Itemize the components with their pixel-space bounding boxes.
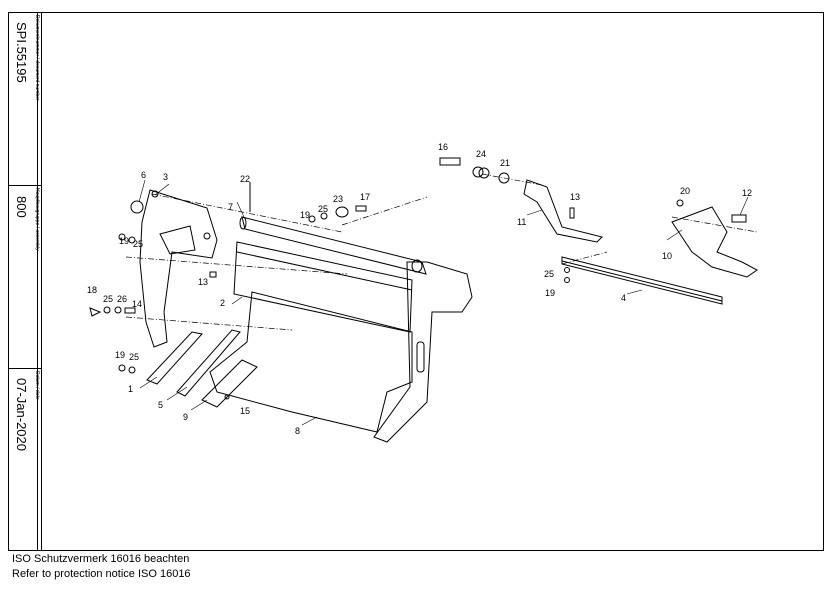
guide-rail [176,329,241,397]
document-date: 07-Jan-2020 [14,378,29,451]
callout-19c: 19 [115,350,125,360]
callout-17: 17 [360,192,370,202]
callout-10: 10 [662,251,672,261]
nut-19 [118,233,126,241]
left-side-plate [139,189,218,348]
protection-notice-de: ISO Schutzvermerk 16016 beachten [12,553,190,565]
callout-2: 2 [220,298,225,308]
callout-23: 23 [333,194,343,204]
shaft-rod [241,216,427,275]
washer-26 [114,306,122,314]
guide-rail [146,331,203,385]
rail-4 [561,256,723,305]
screw-12 [731,214,747,223]
callout-1: 1 [128,384,133,394]
callout-25b: 25 [133,239,143,249]
title-block-strip [8,12,38,551]
title-block-separator [8,368,42,369]
wing-nut-18 [89,307,102,317]
callout-11: 11 [517,217,526,227]
bottom-bracket [201,359,258,408]
left-plate-hole [203,232,211,240]
washer-24 [478,167,490,179]
washer-25 [320,212,328,220]
callout-22: 22 [240,174,250,184]
bolt-16 [439,157,461,166]
callout-15: 15 [240,406,250,416]
callout-4: 4 [621,293,626,303]
callout-26: 26 [117,294,127,304]
callout-25e: 25 [544,269,554,279]
callout-7: 7 [228,202,233,212]
exploded-assembly-drawing: 1 2 3 4 5 6 7 8 9 10 11 12 13 13 14 15 1… [87,142,758,443]
callout-numbers: 1 2 3 4 5 6 7 8 9 10 11 12 13 13 14 15 1… [87,142,752,436]
nut-19 [118,364,126,372]
callout-leaders [138,179,749,426]
document-number-caption: Dokumentnummer / document number [34,15,40,101]
screw-14 [124,307,136,314]
main-chute-body [209,291,413,433]
callout-16: 16 [438,142,448,152]
callout-13: 13 [570,192,580,202]
washer-25 [128,236,136,244]
callout-19d: 19 [545,288,555,298]
callout-25a: 25 [318,204,328,214]
bracket-10 [671,206,758,278]
assembly-axis-lines [125,173,758,331]
rod-end [239,216,247,230]
cover-plate [233,241,413,333]
assembly-caption: Hauptbaugruppe / assembly [34,188,40,251]
callout-12: 12 [742,188,752,198]
spacer-23 [335,206,349,218]
washer-25 [103,306,111,314]
callout-9: 9 [183,412,188,422]
callout-20: 20 [680,186,690,196]
callout-6: 6 [141,170,146,180]
protection-notice-en: Refer to protection notice ISO 16016 [12,568,191,580]
date-caption: Datum / date [34,371,40,400]
pin-15 [224,394,230,400]
callout-14: 14 [132,299,142,309]
washer-24 [472,166,484,178]
right-plate-hole [411,259,423,273]
washer-25 [564,267,570,273]
title-block-inner-line [37,12,42,551]
washer-25 [128,366,136,374]
screw-13 [209,271,217,278]
callout-8: 8 [295,426,300,436]
callout-13b: 13 [198,277,208,287]
bracket-11 [523,179,603,243]
washer-6 [130,200,144,214]
callout-25d: 25 [129,352,139,362]
title-block-separator [8,185,42,186]
assembly-number: 800 [14,196,29,218]
slot [416,341,425,373]
callout-18: 18 [87,285,97,295]
callout-5: 5 [158,400,163,410]
fasteners [89,157,747,400]
left-plate-cutout [159,225,196,255]
nut-19 [564,277,570,283]
screw-17 [355,205,367,212]
callout-24: 24 [476,149,486,159]
nut-19 [308,215,316,223]
screw-13 [569,207,575,219]
nut-20 [676,199,684,207]
callout-19a: 19 [300,210,310,220]
callout-3: 3 [163,172,168,182]
document-number: SPI.55195 [14,22,29,83]
right-side-plate [373,261,473,443]
callout-19b: 19 [119,236,129,246]
callout-25c: 25 [103,294,113,304]
drawing-frame [8,12,824,551]
nut-21 [498,172,510,184]
callout-21: 21 [500,158,510,168]
